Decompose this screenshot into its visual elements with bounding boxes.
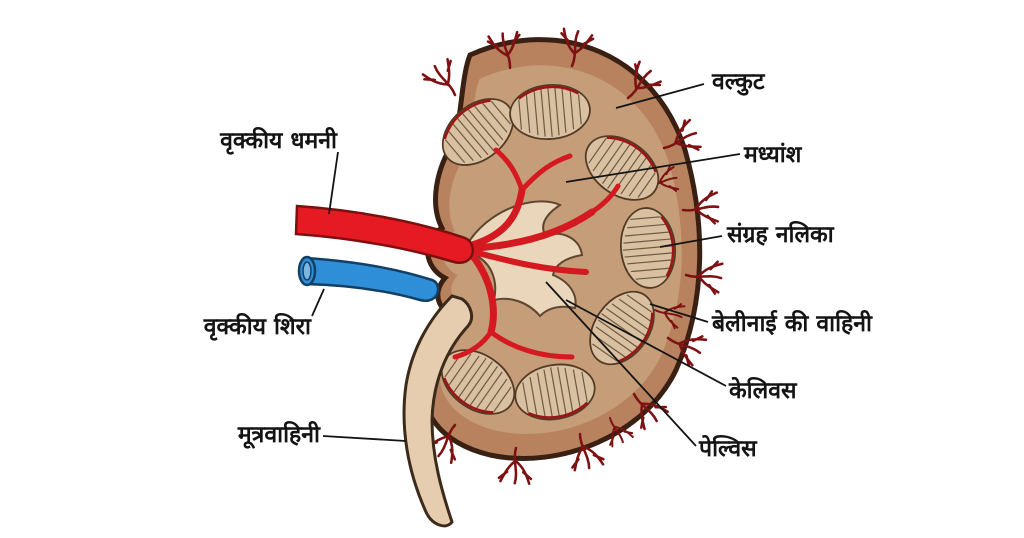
interlobar-arteries <box>450 147 621 360</box>
leader-ureter <box>322 435 407 442</box>
label-bellini-duct: बेलीनाई की वाहिनी <box>711 309 873 337</box>
leader-bellini-duct <box>649 303 709 323</box>
labels: वृक्कीय धमनी वृक्कीय शिरा मूत्रवाहिनी वल… <box>203 69 873 462</box>
renal-vein-shape <box>297 255 440 303</box>
label-ureter: मूत्रवाहिनी <box>237 420 321 449</box>
leader-renal-vein <box>311 288 325 317</box>
label-renal-artery: वृक्कीय धमनी <box>219 126 338 155</box>
leader-pelvis <box>545 281 697 447</box>
leader-cortex <box>615 83 705 109</box>
ureter-shape <box>402 294 474 528</box>
leader-renal-artery <box>328 151 339 215</box>
leader-medulla <box>565 153 741 183</box>
renal-artery-shape <box>294 204 474 265</box>
leader-calyx <box>565 299 727 387</box>
label-medulla: मध्यांश <box>743 142 803 168</box>
vein-lumen <box>302 261 312 281</box>
leader-collecting-duct <box>659 235 723 248</box>
label-calyx: केलिवस <box>728 376 798 404</box>
label-cortex: वल्कुट <box>711 69 766 96</box>
leader-lines <box>311 83 741 447</box>
label-pelvis: पेल्विस <box>698 434 758 462</box>
label-renal-vein: वृक्कीय शिरा <box>203 312 312 341</box>
label-collecting-duct: संग्रह नलिका <box>726 220 835 248</box>
